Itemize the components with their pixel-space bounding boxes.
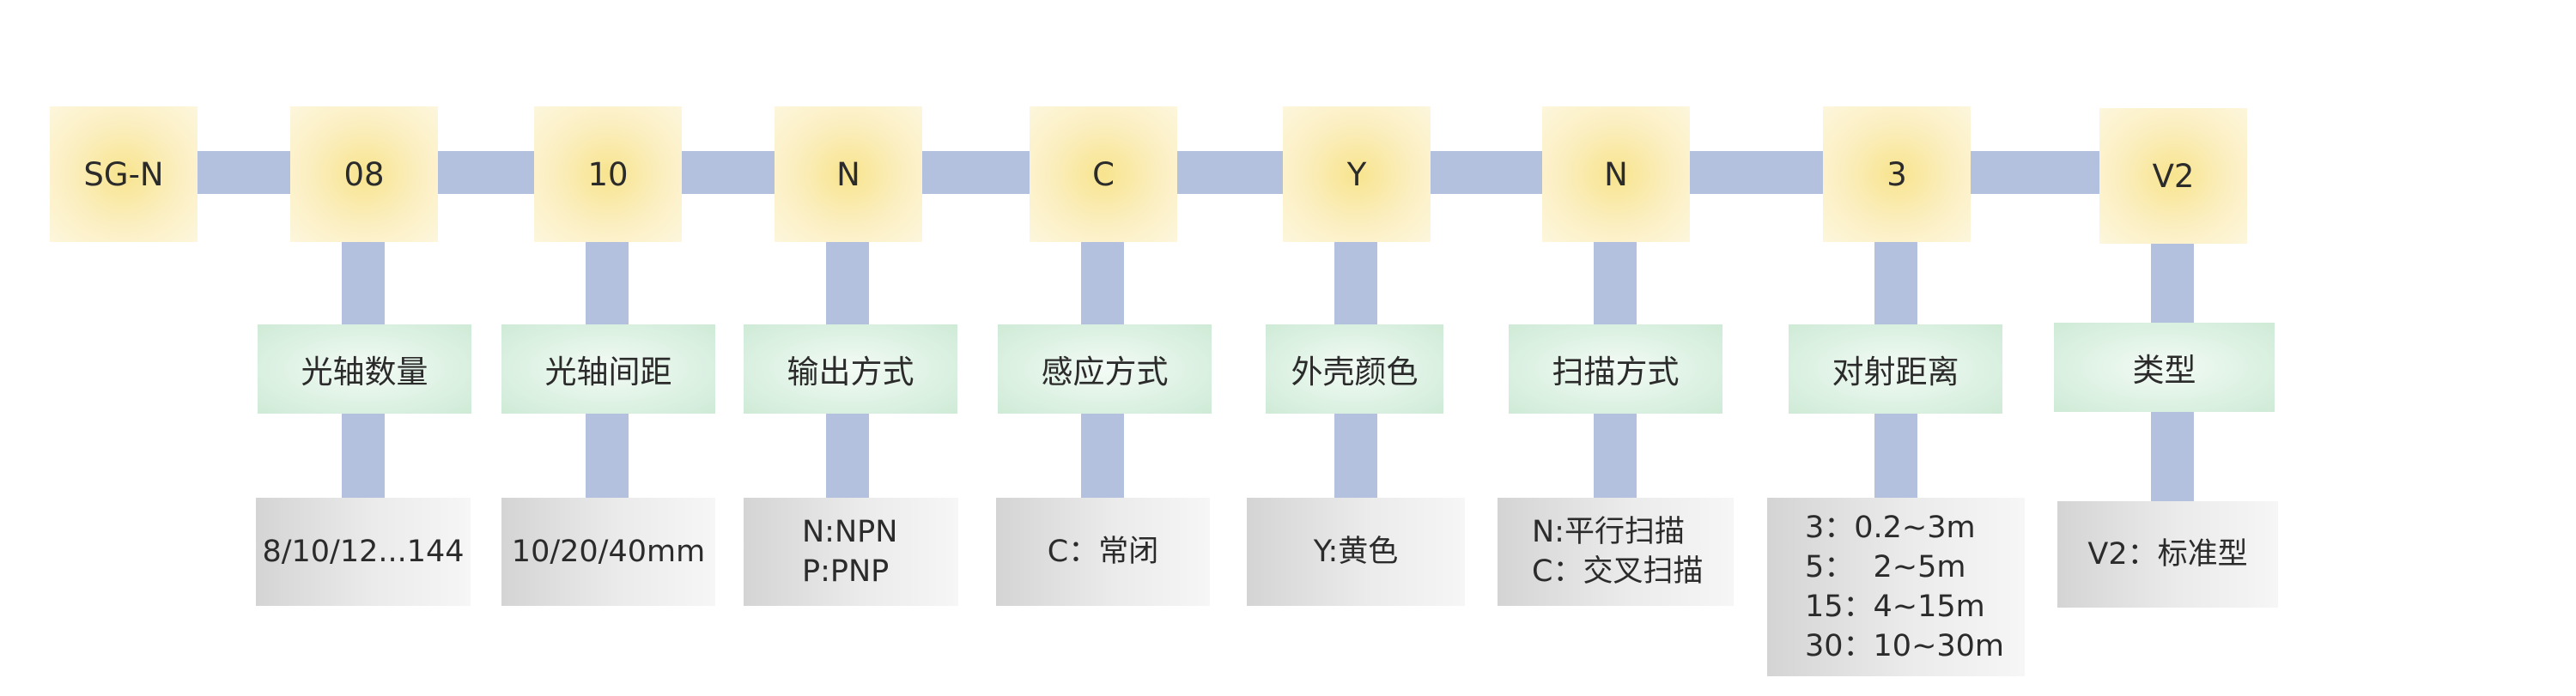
option-text: 30：10~30m (1805, 629, 2005, 663)
connector-v (1594, 240, 1637, 326)
code-box-axis-count: 08 (290, 106, 438, 242)
connector-v (342, 412, 385, 498)
code-box-scan-mode: N (1542, 106, 1690, 242)
connector-v (2151, 242, 2194, 324)
connector-v (826, 412, 869, 498)
code-box-series: SG-N (50, 106, 197, 242)
option-text: N:平行扫描 (1532, 515, 1685, 549)
code-box-output: N (775, 106, 922, 242)
option-text: V2：标准型 (2087, 537, 2248, 572)
option-text: 8/10/12...144 (262, 535, 465, 569)
connector-v (826, 240, 869, 326)
code-box-housing-color: Y (1283, 106, 1431, 242)
connector-v (1334, 412, 1377, 498)
field-label-type: 类型 (2054, 323, 2275, 412)
field-label-axis-count: 光轴数量 (258, 324, 471, 414)
option-text: C：交叉扫描 (1532, 554, 1704, 589)
code-box-type: V2 (2099, 108, 2247, 244)
connector-v (1594, 412, 1637, 498)
connector-v (2151, 409, 2194, 501)
option-text: 10/20/40mm (511, 535, 706, 569)
field-options-scan-mode: N:平行扫描 C：交叉扫描 (1498, 498, 1734, 606)
field-label-sensing: 感应方式 (998, 324, 1212, 414)
option-text: N:NPN (802, 515, 898, 549)
code-box-axis-spacing: 10 (534, 106, 682, 242)
field-label-scan-mode: 扫描方式 (1509, 324, 1722, 414)
field-options-output: N:NPN P:PNP (744, 498, 958, 606)
option-text: 5： 2~5m (1805, 550, 1966, 584)
field-label-housing-color: 外壳颜色 (1266, 324, 1443, 414)
code-box-sensing: C (1030, 106, 1177, 242)
field-options-axis-count: 8/10/12...144 (256, 498, 471, 606)
field-label-output: 输出方式 (744, 324, 957, 414)
connector-v (1874, 240, 1917, 326)
option-text: P:PNP (802, 554, 890, 589)
connector-v (1874, 412, 1917, 498)
connector-v (342, 240, 385, 326)
field-options-axis-spacing: 10/20/40mm (501, 498, 715, 606)
option-text: C：常闭 (1047, 535, 1159, 569)
option-text: 15：4~15m (1805, 590, 1985, 624)
field-label-axis-spacing: 光轴间距 (501, 324, 715, 414)
option-text: 3：0.2~3m (1805, 511, 1976, 545)
option-text: Y:黄色 (1313, 535, 1399, 569)
field-options-housing-color: Y:黄色 (1247, 498, 1465, 606)
connector-v (1334, 240, 1377, 326)
code-box-range: 3 (1823, 106, 1971, 242)
field-label-range: 对射距离 (1789, 324, 2002, 414)
field-options-sensing: C：常闭 (996, 498, 1210, 606)
connector-v (1081, 240, 1124, 326)
connector-v (1081, 412, 1124, 498)
connector-v (586, 412, 629, 498)
field-options-type: V2：标准型 (2057, 501, 2278, 608)
connector-v (586, 240, 629, 326)
field-options-range: 3：0.2~3m 5： 2~5m 15：4~15m 30：10~30m (1767, 498, 2025, 676)
